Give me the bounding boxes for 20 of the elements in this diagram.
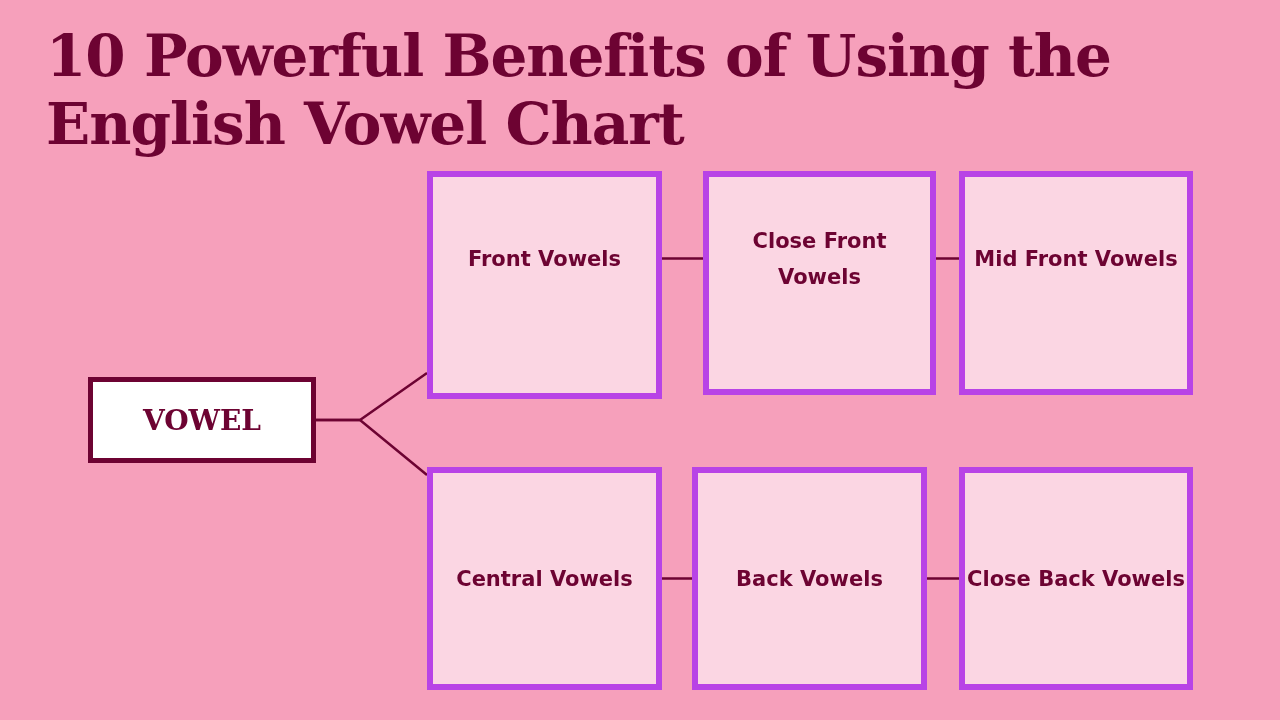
connector-line [927, 577, 959, 580]
node-label: Front Vowels [468, 245, 621, 273]
connector-line [316, 418, 428, 476]
category-box [959, 467, 1193, 690]
node-label: Close Front Vowels [751, 227, 888, 291]
root-box [88, 377, 316, 463]
connector-line [662, 257, 703, 260]
category-box [959, 171, 1193, 395]
title: 10 Powerful Benefits of Using the English Vowel Chart [46, 22, 1112, 158]
category-box [427, 467, 662, 690]
node-label: Close Back Vowels [967, 565, 1185, 593]
node-label: VOWEL [142, 403, 262, 437]
node-label: Back Vowels [736, 565, 883, 593]
category-box [703, 171, 936, 395]
connector-line [936, 257, 959, 260]
category-box [692, 467, 927, 690]
connector-line [662, 577, 692, 580]
category-box [427, 171, 662, 399]
node-label: Central Vowels [456, 565, 633, 593]
node-label: Mid Front Vowels [974, 245, 1178, 273]
